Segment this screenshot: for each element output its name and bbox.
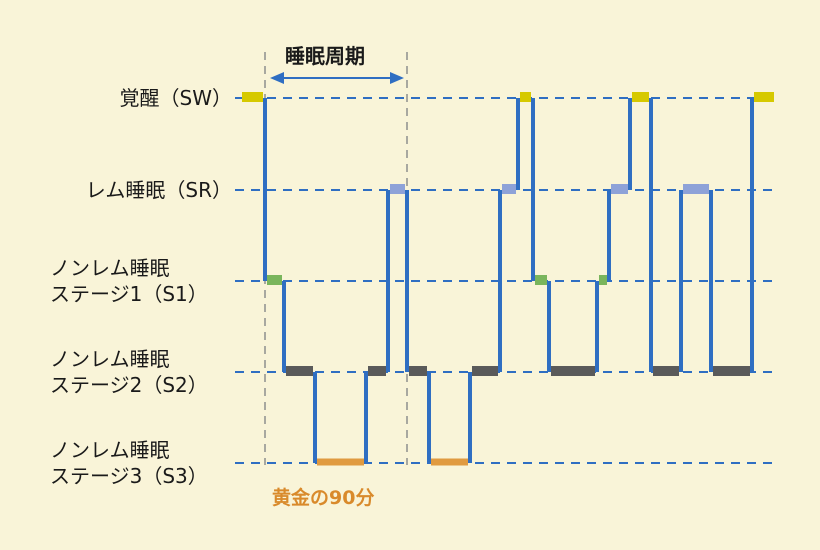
- stage-bar-s2: [368, 366, 386, 376]
- stage-label-line: レム睡眠（SR）: [85, 178, 232, 202]
- stage-bar-s2: [653, 366, 679, 376]
- stage-label-line: ステージ2（S2）: [50, 373, 208, 397]
- stage-label-line: ノンレム睡眠: [50, 438, 170, 462]
- stage-bar-s1: [535, 275, 547, 285]
- stage-bar-sr: [611, 184, 628, 194]
- stage-bar-s1: [267, 275, 282, 285]
- stage-label-s2: ノンレム睡眠ステージ2（S2）: [50, 346, 208, 398]
- stage-bar-sw: [520, 92, 531, 102]
- stage-bar-sr: [390, 184, 405, 194]
- stage-label-line: ステージ1（S1）: [50, 282, 208, 306]
- arrow-right-icon: [390, 72, 404, 84]
- golden-90-annotation: 黄金の90分: [272, 487, 375, 509]
- stage-bar-sw: [242, 92, 263, 102]
- arrow-left-icon: [270, 72, 284, 84]
- stage-bar-s2: [286, 366, 313, 376]
- stage-bar-s3: [431, 458, 468, 466]
- stage-label-sw: 覚醒（SW）: [120, 85, 232, 111]
- stage-label-line: 覚醒（SW）: [119, 86, 232, 110]
- stage-bar-s1: [599, 275, 607, 285]
- stage-label-s3: ノンレム睡眠ステージ3（S3）: [50, 437, 208, 489]
- stage-bar-s2: [472, 366, 498, 376]
- cycle-title: 睡眠周期: [285, 44, 365, 68]
- stage-label-line: ノンレム睡眠: [50, 256, 170, 280]
- stage-bar-s2: [409, 366, 427, 376]
- stage-bar-sr: [683, 184, 709, 194]
- stage-bar-sw: [632, 92, 649, 102]
- stage-bar-s3: [317, 458, 364, 466]
- stage-bar-sw: [754, 92, 774, 102]
- stage-label-s1: ノンレム睡眠ステージ1（S1）: [50, 255, 208, 307]
- stage-bar-s2: [551, 366, 595, 376]
- stage-bar-s2: [713, 366, 750, 376]
- stage-label-sr: レム睡眠（SR）: [86, 177, 232, 203]
- stage-label-line: ステージ3（S3）: [50, 464, 208, 488]
- stage-bar-sr: [502, 184, 516, 194]
- stage-label-line: ノンレム睡眠: [50, 347, 170, 371]
